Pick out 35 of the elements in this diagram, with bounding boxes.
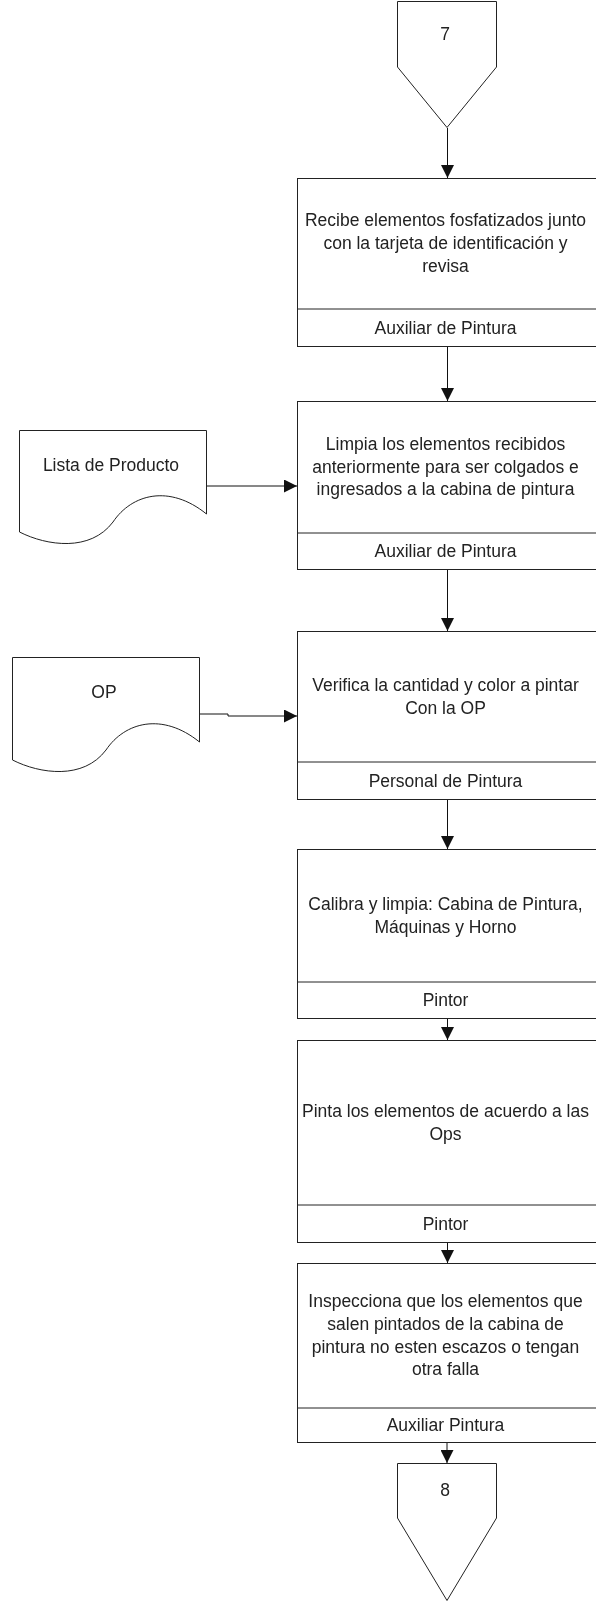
arrow: [441, 799, 454, 850]
arrow: [441, 127, 454, 179]
arrow: [441, 569, 454, 632]
process-box: [297, 178, 596, 347]
process-box: [297, 401, 596, 570]
task-description: Limpia los elementos recibidos anteriormente para ser colgados e ingresados a la cabina de pintura: [311, 432, 580, 502]
document-label: Lista de Producto: [42, 453, 180, 477]
document-label: OP: [91, 681, 117, 704]
task-description: Inspecciona que los elementos que salen pintados de la cabina de pintura no esten escazos o tengan otra falla: [307, 1290, 584, 1381]
responsible-role: Pintor: [422, 1212, 469, 1236]
responsible-role: Personal de Pintura: [368, 769, 523, 793]
arrow: [440, 1442, 454, 1464]
document-shape: [19, 430, 207, 542]
connector-number: 7: [440, 22, 450, 46]
arrow: [441, 1242, 454, 1264]
responsible-role: Auxiliar de Pintura: [374, 316, 517, 340]
arrow: [206, 479, 298, 493]
arrow: [441, 1018, 454, 1041]
connector-number: 8: [440, 1479, 450, 1502]
task-description: Verifica la cantidad y color a pintar Con la OP: [311, 673, 580, 720]
responsible-role: Pintor: [422, 989, 469, 1012]
responsible-role: Auxiliar Pintura: [386, 1414, 505, 1437]
responsible-role: Auxiliar de Pintura: [374, 540, 517, 563]
arrow: [199, 709, 298, 723]
process-box: [297, 849, 596, 1019]
process-box: [297, 1263, 596, 1443]
process-box: [297, 1040, 596, 1243]
document-shape: [12, 657, 200, 770]
task-description: Calibra y limpia: Cabina de Pintura, Máquinas y Horno: [307, 892, 584, 939]
task-description: Recibe elementos fosfatizados junto con la tarjeta de identificación y revisa: [303, 209, 588, 278]
arrow: [441, 346, 454, 402]
process-box: [297, 631, 596, 800]
off-page-connector: [397, 1, 497, 128]
task-description: Pinta los elementos de acuerdo a las Ops: [301, 1099, 590, 1146]
off-page-connector: [397, 1463, 497, 1601]
